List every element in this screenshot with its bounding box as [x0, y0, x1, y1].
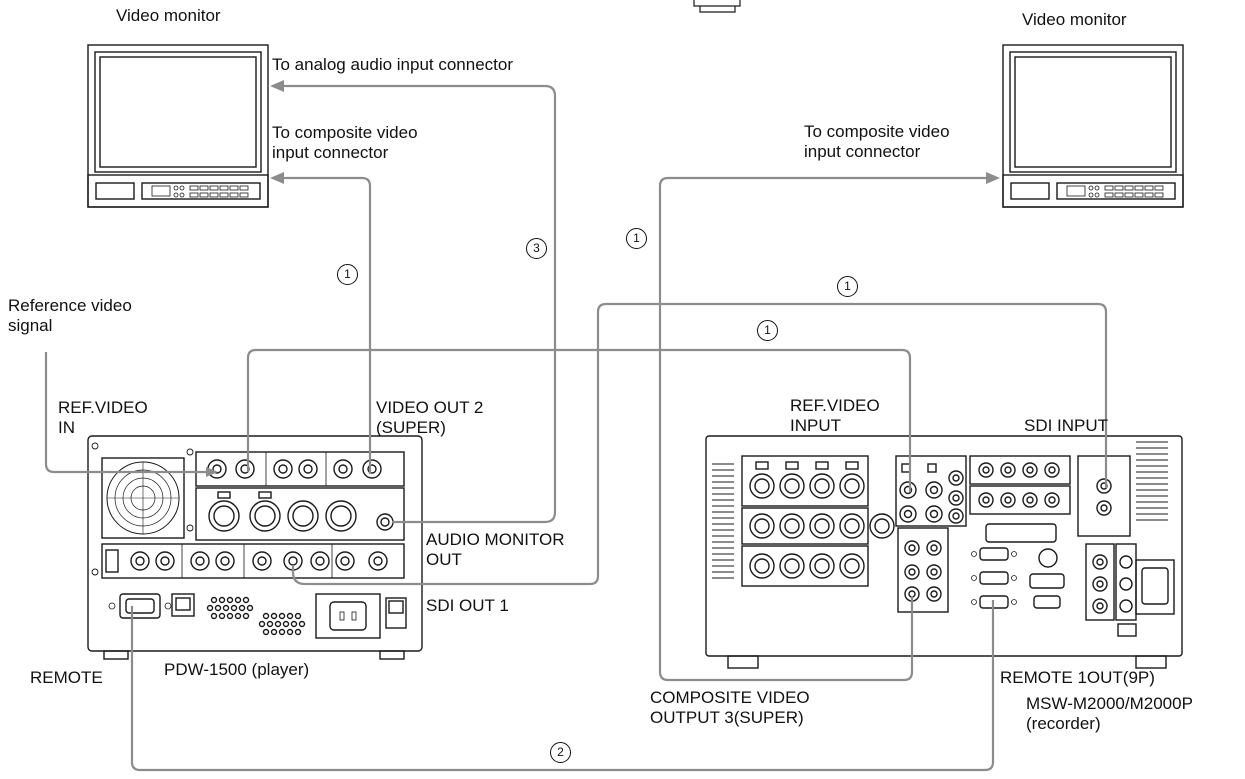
label-to-composite-right: To composite video input connector: [804, 122, 950, 161]
label-sdi-input: SDI INPUT: [1024, 416, 1109, 435]
cable-ref-video-in: [44, 352, 216, 474]
label-video-monitor-right: Video monitor: [1022, 10, 1127, 29]
monitor-left-buttons: [151, 185, 249, 198]
cable-clip-fragment: [693, 0, 741, 13]
recorder-device: [705, 435, 1183, 669]
cable-audio-monitor: [280, 84, 557, 524]
label-to-composite-left: To composite video input connector: [272, 123, 418, 162]
cable-video-out-2: [280, 176, 372, 474]
arrow-left-audio: [270, 80, 284, 92]
cable-composite-out: [658, 176, 990, 682]
cable-number-audio: 3: [526, 238, 547, 259]
video-monitor-left: [87, 44, 269, 208]
cable-number-composite: 1: [626, 228, 647, 249]
label-video-out-2: VIDEO OUT 2 (SUPER): [376, 398, 484, 437]
cable-ref-loop: [246, 348, 912, 492]
label-composite-output: COMPOSITE VIDEO OUTPUT 3(SUPER): [650, 688, 810, 727]
label-video-monitor-left: Video monitor: [116, 6, 221, 25]
label-sdi-out-1: SDI OUT 1: [426, 596, 509, 615]
label-recorder-name: MSW-M2000/M2000P (recorder): [1026, 694, 1193, 733]
label-reference-signal: Reference video signal: [8, 296, 132, 335]
player-device: [87, 435, 423, 660]
cable-sdi: [291, 302, 1108, 586]
monitor-right-buttons: [1066, 185, 1164, 198]
cables: [44, 80, 1108, 772]
label-remote-1out: REMOTE 1OUT(9P): [1000, 668, 1155, 687]
arrow-right-composite: [986, 172, 1000, 184]
cable-number-video-out: 1: [337, 264, 358, 285]
label-audio-monitor-out: AUDIO MONITOR OUT: [426, 530, 565, 569]
arrow-left-composite: [270, 172, 284, 184]
label-ref-video-input: REF.VIDEO INPUT: [790, 396, 880, 435]
cable-number-remote: 2: [550, 742, 571, 763]
label-remote: REMOTE: [30, 668, 103, 687]
cable-remote: [130, 600, 995, 772]
cable-number-sdi: 1: [837, 276, 858, 297]
label-player-name: PDW-1500 (player): [164, 660, 310, 679]
cable-number-ref: 1: [757, 320, 778, 341]
label-ref-video-in: REF.VIDEO IN: [58, 398, 148, 437]
video-monitor-right: [1002, 44, 1184, 208]
label-to-analog-audio: To analog audio input connector: [272, 55, 514, 74]
arrow-ref-video-in: [206, 467, 218, 477]
